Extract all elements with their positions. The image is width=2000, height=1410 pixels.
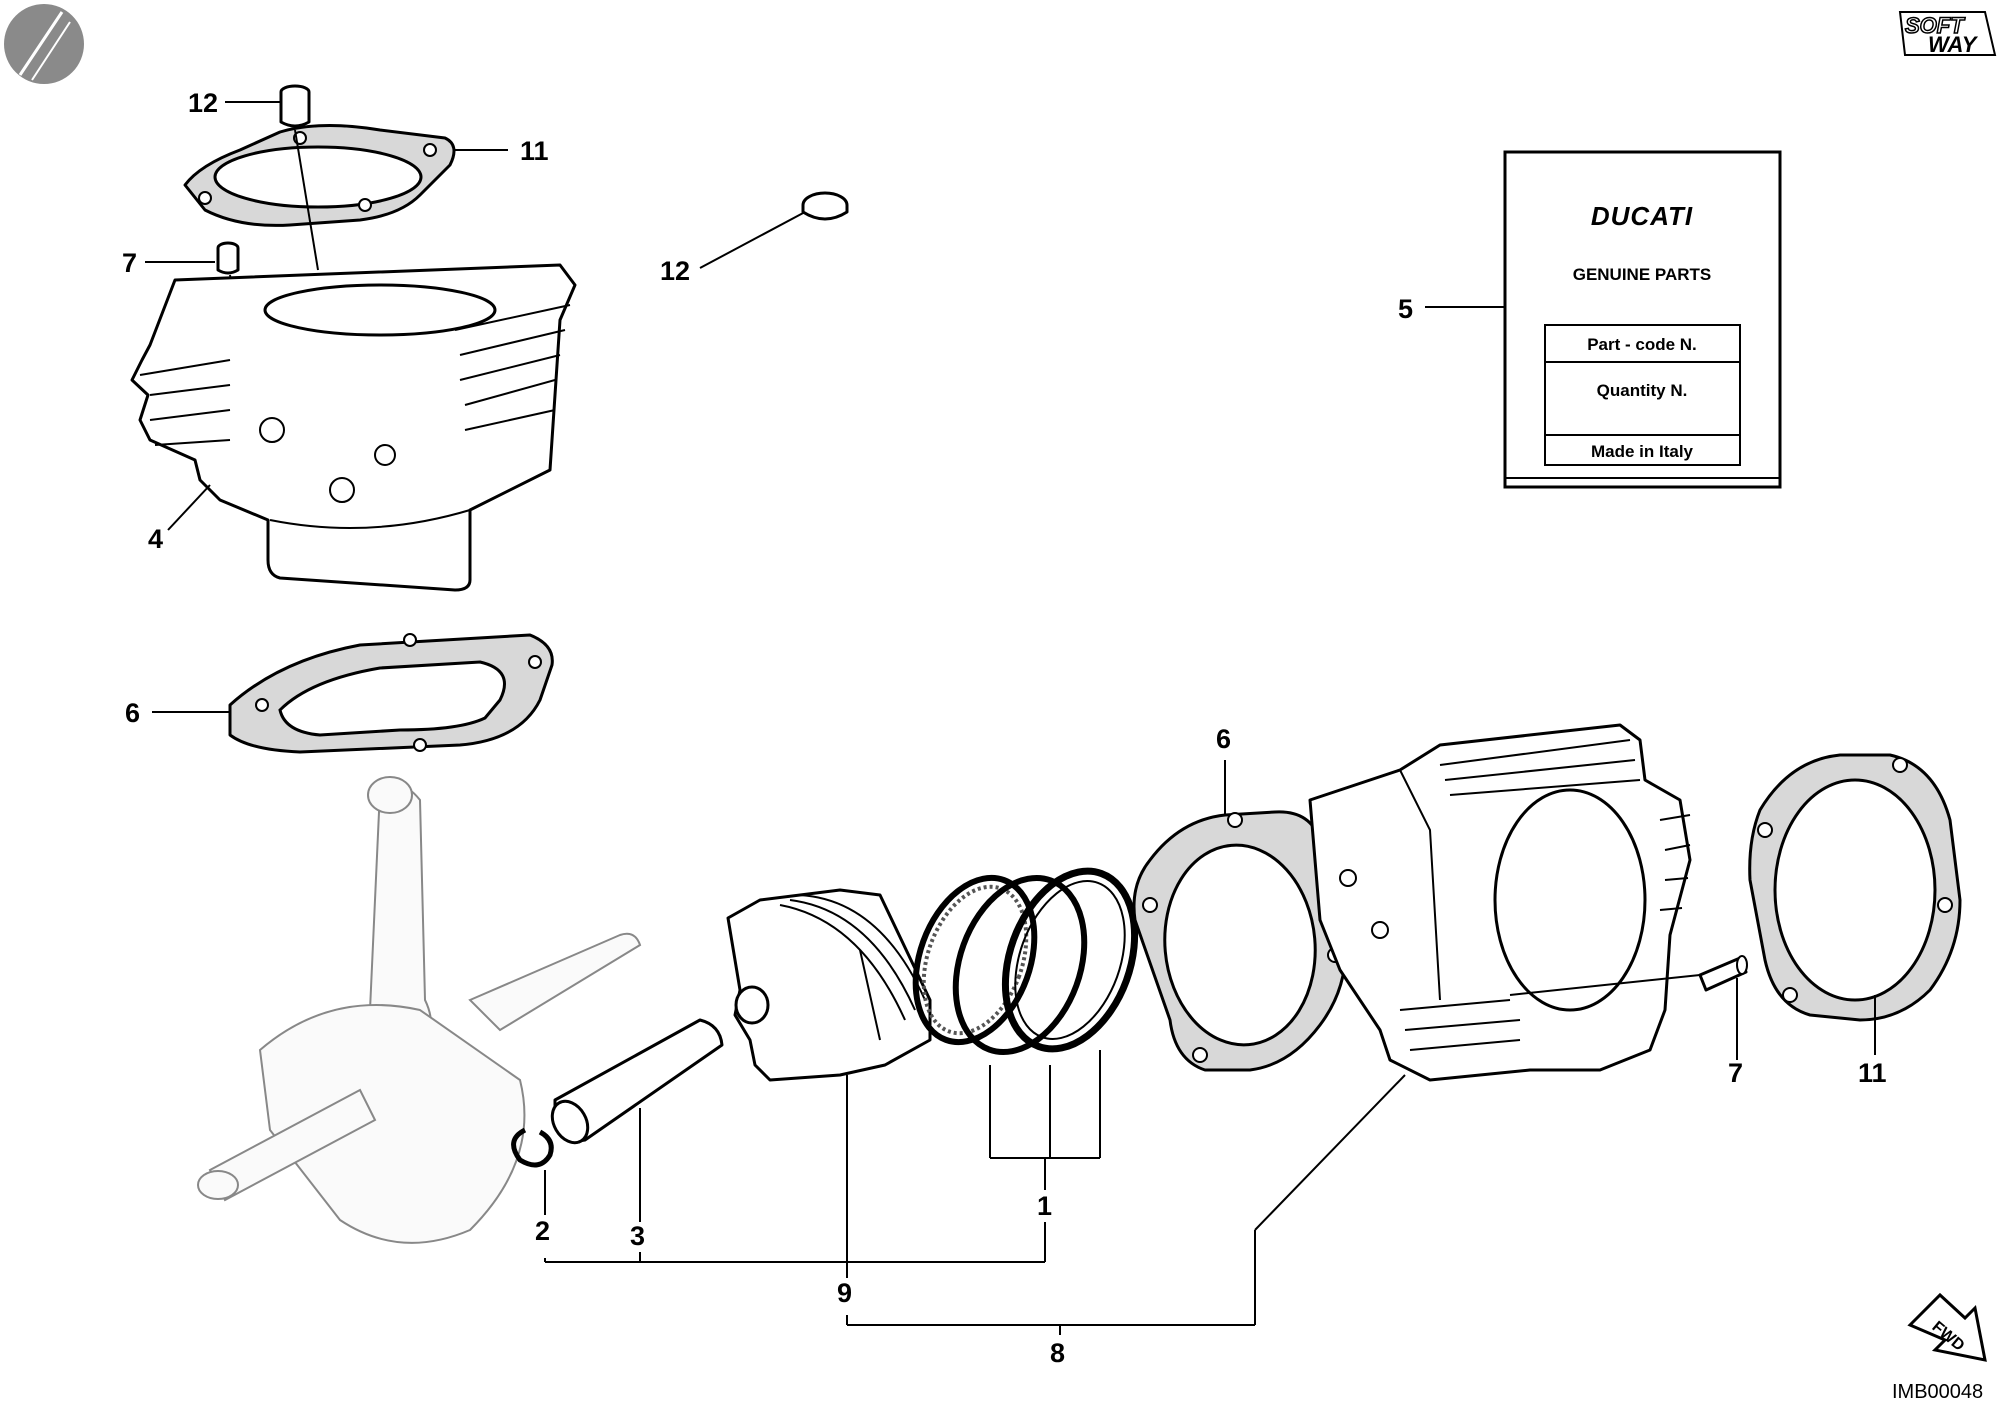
svg-text:WAY: WAY <box>1928 32 1979 57</box>
forward-direction-arrow-icon: FWD <box>1907 1292 1987 1362</box>
callout-labels: 12 11 7 12 5 4 6 6 7 11 1 2 3 9 8 <box>122 88 1887 1368</box>
callout-3: 3 <box>630 1221 645 1251</box>
head-gasket-top <box>183 123 456 227</box>
label-subtitle: GENUINE PARTS <box>1573 265 1712 284</box>
callout-4: 4 <box>148 524 163 554</box>
cylinder-upper <box>130 263 577 592</box>
dowel-11 <box>279 84 311 128</box>
piston-pin-circlip <box>511 1127 554 1168</box>
callout-11: 12 <box>188 88 218 118</box>
brand-logo-text: DUCATI <box>1591 201 1693 231</box>
piston-rings <box>912 867 1139 1056</box>
callout-8: 8 <box>1050 1338 1065 1368</box>
leader-lines <box>145 101 1876 1335</box>
plug-12 <box>801 191 849 221</box>
callout-6-right: 6 <box>1216 724 1231 754</box>
callout-6-left: 6 <box>125 698 140 728</box>
callout-1: 1 <box>1037 1191 1052 1221</box>
piston-pin <box>550 1018 724 1145</box>
cylinder-lower <box>1308 723 1692 1082</box>
dowel-7-top <box>216 241 240 275</box>
piston <box>726 888 932 1082</box>
callout-7-right: 7 <box>1728 1058 1743 1088</box>
label-row-part-code: Part - code N. <box>1587 335 1697 354</box>
head-gasket-right <box>1748 753 1962 1022</box>
callout-2: 2 <box>535 1216 550 1246</box>
crankshaft-reference <box>197 776 642 1244</box>
label-row-quantity: Quantity N. <box>1597 381 1688 400</box>
genuine-parts-label: DUCATI GENUINE PARTS Part - code N. Quan… <box>1503 150 1782 489</box>
drawing-code: IMB00048 <box>1892 1381 1983 1403</box>
publisher-logo-icon <box>4 4 84 84</box>
callout-12: 12 <box>660 256 690 286</box>
software-way-logo: SOFT WAY <box>1898 11 1997 57</box>
label-row-origin: Made in Italy <box>1591 442 1694 461</box>
callout-9: 9 <box>837 1278 852 1308</box>
callout-10-top: 11 <box>520 136 549 166</box>
callout-7-top: 7 <box>122 248 137 278</box>
callout-5: 5 <box>1398 294 1413 324</box>
callout-10-right: 11 <box>1858 1058 1887 1088</box>
dowel-7-right <box>1698 955 1748 992</box>
svg-text:SOFT: SOFT <box>1905 13 1965 38</box>
base-gasket-left <box>228 633 554 754</box>
